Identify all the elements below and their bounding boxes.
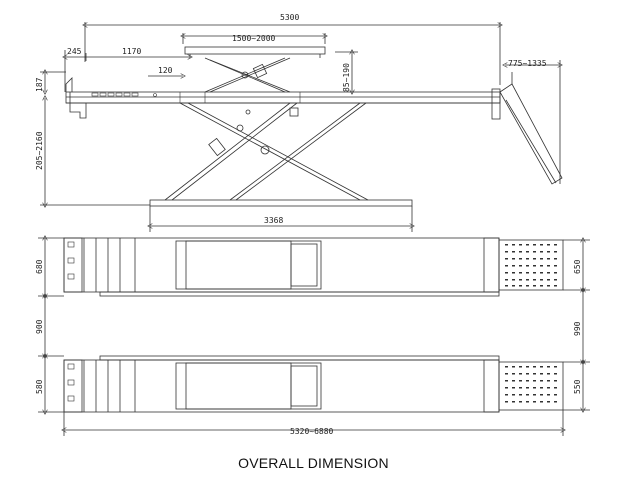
dim-lower-ramp-width: 550 [573,379,582,394]
upper-plate [175,240,322,290]
base-frame [149,199,413,207]
dim-front-section: 1170 [122,47,141,56]
dim-gap-left: 900 [35,319,44,334]
dim-gap-right: 990 [573,321,582,336]
top-view [38,238,590,436]
side-view [40,22,563,232]
upper-runway [63,237,500,293]
lower-ramp [498,361,564,411]
main-platform [65,91,501,104]
dim-platform-height-small: 187 [35,77,44,92]
dim-lower-width: 580 [35,379,44,394]
dim-front-offset: 245 [67,47,82,56]
secondary-platform [184,46,326,55]
dim-upper-width: 680 [35,259,44,274]
ramp-side [499,83,563,185]
lower-plate [175,362,322,410]
dim-total-length: 5320~6880 [290,427,334,436]
dim-secondary-lift: 85~190 [342,63,351,92]
dim-arm-offset: 120 [158,66,173,75]
dim-upper-ramp-width: 650 [573,259,582,274]
dim-platform-extension: 1500~2000 [232,34,276,43]
dim-ramp: 775~1335 [508,59,547,68]
upper-ramp [498,239,564,291]
lower-runway [63,359,500,413]
dim-base-length: 3368 [264,216,283,225]
dim-overall-length: 5300 [280,13,299,22]
dim-lift-height: 205~2160 [35,131,44,170]
upper-ramp-holes [505,244,557,287]
drawing-caption: OVERALL DIMENSION [238,455,389,471]
lower-ramp-holes [505,366,557,403]
